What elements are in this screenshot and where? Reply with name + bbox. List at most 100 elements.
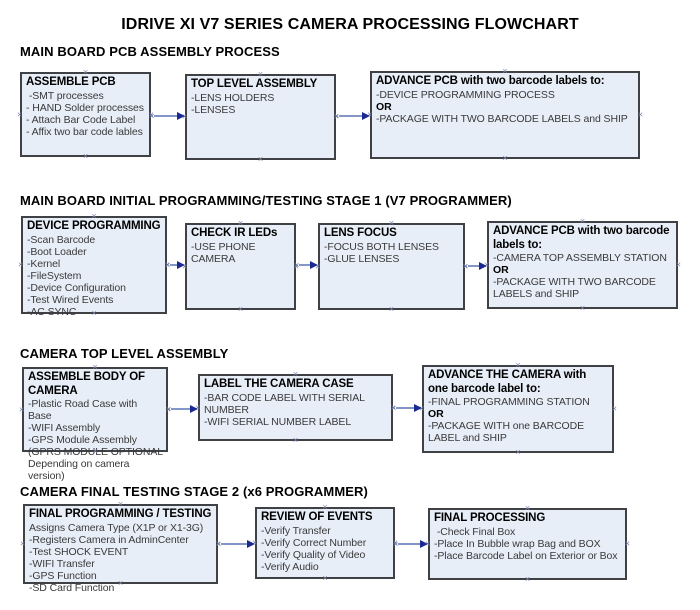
connection-handle-bottom: × [237, 304, 244, 314]
box-line: -Verify Correct Number [261, 536, 367, 549]
connector-arrow: × [216, 538, 255, 549]
flow-box-lens-focus[interactable]: LENS FOCUS-FOCUS BOTH LENSES-GLUE LENSES… [315, 219, 468, 314]
box-line: -WIFI Transfer [29, 557, 95, 570]
box-title: CHECK IR LEDs [191, 227, 278, 239]
box-line: -Place Barcode Label on Exterior or Box [434, 549, 618, 562]
box-line: Assigns Camera Type (X1P or X1-3G) [29, 521, 204, 534]
box-line: -Verify Quality of Video [261, 548, 366, 561]
connector-arrow: × [334, 110, 370, 121]
box-line: -FINAL PROGRAMMING STATION [428, 396, 590, 408]
arrowhead-icon [177, 260, 185, 269]
box-line: -CAMERA TOP ASSEMBLY STATION [493, 252, 667, 264]
box-title: ADVANCE PCB with two barcode labels to: [493, 225, 670, 251]
connector-arrow: × [463, 260, 487, 271]
connector-tail-x: × [391, 402, 397, 413]
arrowhead-icon [247, 539, 255, 548]
connector-line [398, 543, 421, 545]
arrowhead-icon [177, 111, 185, 120]
flow-box-advance-the-camera-with-one-barcode-labe[interactable]: ADVANCE THE CAMERA with one barcode labe… [419, 361, 617, 457]
box-line: -Test SHOCK EVENT [29, 545, 129, 558]
connection-handle-bottom: × [82, 151, 89, 161]
section-heading-main-board-pcb-assembly-process: MAIN BOARD PCB ASSEMBLY PROCESS [20, 44, 280, 59]
flow-box-assemble-body-of-camera[interactable]: ASSEMBLE BODY OF CAMERA-Plastic Road Cas… [19, 363, 171, 483]
box-title: ASSEMBLE BODY OF CAMERA [28, 371, 145, 397]
flow-box-final-processing[interactable]: FINAL PROCESSING -Check Final Box -Place … [425, 504, 630, 584]
connector-tail-x: × [463, 260, 469, 271]
box-line: -Verify Transfer [261, 524, 331, 537]
box-title: ADVANCE THE CAMERA with one barcode labe… [428, 369, 587, 395]
connector-arrow: × [391, 402, 422, 413]
box-title: FINAL PROCESSING [434, 512, 546, 524]
box-line: -Registers Camera in AdminCenter [29, 533, 189, 546]
connector-line [154, 115, 178, 117]
box-line: -Boot Loader [27, 245, 87, 258]
connection-handle-left: × [17, 109, 23, 119]
connector-tail-x: × [334, 110, 340, 121]
arrowhead-icon [190, 404, 198, 413]
box-line: Depending on camera version) [28, 458, 133, 482]
section-heading-main-board-initial-programming-testing-s: MAIN BOARD INITIAL PROGRAMMING/TESTING S… [20, 193, 512, 208]
connection-handle-right: × [675, 259, 681, 270]
connector-line [468, 265, 480, 267]
connector-tail-x: × [294, 259, 300, 270]
connection-handle-bottom: × [579, 303, 586, 313]
connector-line [396, 407, 415, 409]
box-line: -Check Final Box [434, 525, 516, 538]
box-line: -FOCUS BOTH LENSES [324, 240, 439, 253]
connector-line [171, 408, 191, 410]
connection-handle-left: × [18, 259, 24, 270]
box-line: -Scan Barcode [27, 233, 96, 246]
connector-line [299, 264, 311, 266]
box-title: ADVANCE PCB with two barcode labels to: [376, 75, 605, 87]
box-line: -PACKAGE WITH TWO BARCODE LABELS and SHI… [376, 112, 628, 125]
connection-handle-bottom: × [257, 154, 264, 164]
flow-box-device-programming[interactable]: DEVICE PROGRAMMING-Scan Barcode-Boot Loa… [18, 212, 170, 318]
section-heading-camera-final-testing-stage-2-x6-programm: CAMERA FINAL TESTING STAGE 2 (x6 PROGRAM… [20, 484, 368, 499]
flow-box-assemble-pcb[interactable]: ASSEMBLE PCB -SMT processes- HAND Solder… [17, 68, 154, 161]
connection-handle-bottom: × [515, 447, 521, 457]
flow-box-label-the-camera-case[interactable]: LABEL THE CAMERA CASE-BAR CODE LABEL WIT… [195, 370, 396, 445]
box-line: OR [376, 100, 392, 113]
connector-line [339, 115, 363, 117]
box-line: - HAND Solder processes [26, 101, 144, 114]
connector-arrow: × [165, 259, 185, 270]
box-title: FINAL PROGRAMMING / TESTING [29, 508, 212, 520]
connector-tail-x: × [165, 259, 171, 270]
connection-handle-bottom: × [292, 435, 299, 445]
box-title: ASSEMBLE PCB [26, 76, 116, 88]
connector-tail-x: × [216, 538, 222, 549]
box-line: -SMT processes [26, 89, 104, 102]
connection-handle-right: × [624, 538, 630, 549]
flow-box-advance-pcb-with-two-barcode-labels-to[interactable]: ADVANCE PCB with two barcode labels to: -… [367, 67, 643, 163]
connection-handle-bottom: × [388, 304, 395, 314]
box-line: -GPS Module Assembly [28, 434, 137, 446]
flow-box-top-level-assembly[interactable]: TOP LEVEL ASSEMBLY-LENS HOLDERS-LENSES××… [182, 70, 339, 164]
connector-tail-x: × [166, 403, 172, 414]
flow-box-review-of-events[interactable]: REVIEW OF EVENTS-Verify Transfer-Verify … [252, 503, 398, 583]
box-line: -BAR CODE LABEL WITH SERIAL NUMBER [204, 391, 368, 416]
connector-arrow: × [149, 111, 185, 121]
box-line: -Device Configuration [27, 281, 126, 294]
box-line: -AC SYNC [27, 305, 77, 318]
box-line: -PACKAGE WITH one BARCODE LABEL and SHIP [428, 420, 587, 444]
arrowhead-icon [479, 261, 487, 270]
box-line: -Verify Audio [261, 560, 319, 573]
box-line: (GPRS MODULE OPTIONAL [28, 446, 164, 458]
connection-handle-bottom: × [502, 153, 508, 163]
box-line: -GLUE LENSES [324, 252, 400, 265]
box-line: -WIFI SERIAL NUMBER LABEL [204, 415, 352, 428]
flow-box-check-ir-leds[interactable]: CHECK IR LEDs-USE PHONE CAMERA×××× [182, 219, 299, 314]
box-title: DEVICE PROGRAMMING [27, 220, 161, 232]
connector-line [170, 264, 178, 266]
connector-line [221, 543, 248, 545]
box-line: -LENSES [191, 103, 236, 116]
connector-arrow: × [294, 259, 318, 270]
connector-arrow: × [393, 539, 428, 549]
box-title: LENS FOCUS [324, 227, 397, 239]
connection-handle-right: × [611, 403, 617, 414]
box-line: -FileSystem [27, 269, 82, 282]
connection-handle-bottom: × [322, 573, 328, 583]
flow-box-advance-pcb-with-two-barcode-labels-to[interactable]: ADVANCE PCB with two barcode labels to:-… [484, 217, 681, 313]
